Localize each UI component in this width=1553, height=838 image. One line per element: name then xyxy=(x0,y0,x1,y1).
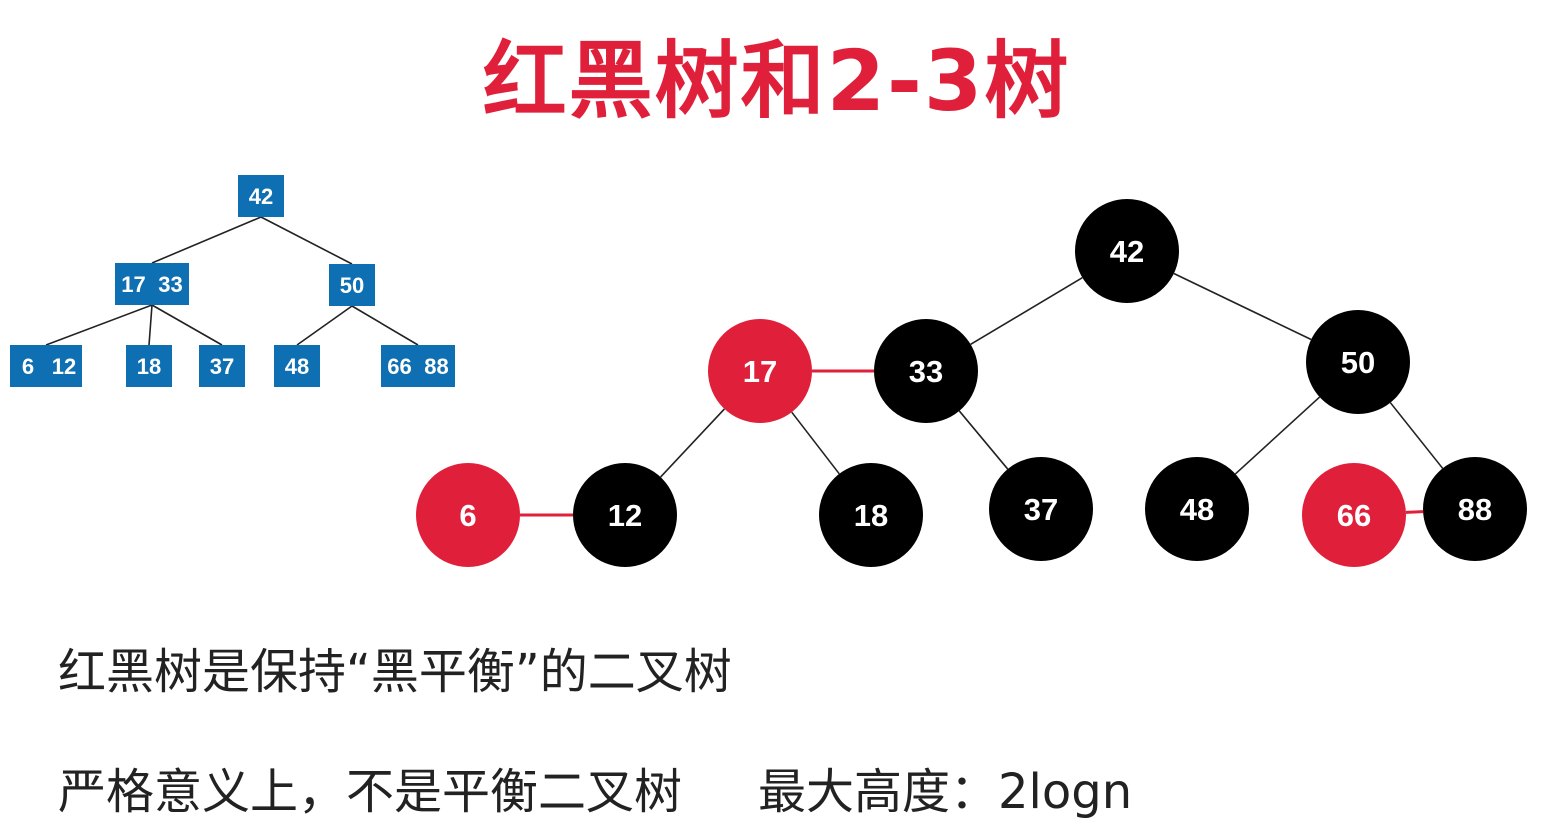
rb-key-48: 48 xyxy=(1180,492,1214,527)
red-link-66-88 xyxy=(1405,510,1424,514)
rb-edge-42-50 xyxy=(1173,272,1312,341)
rb-key-18: 18 xyxy=(854,498,888,533)
rb-key-6: 6 xyxy=(459,498,476,533)
tree23-node-box xyxy=(329,264,375,306)
rb-node-50: 50 xyxy=(1306,310,1410,414)
tree23-node-box xyxy=(10,345,82,387)
tree23-edge-5 xyxy=(296,305,353,346)
tree23-node-box xyxy=(199,345,245,387)
tree23-key-17: 17 xyxy=(121,272,145,297)
rb-edge-17-18 xyxy=(791,411,840,475)
tree23-key-33: 33 xyxy=(158,272,182,297)
caption-max-height: 最大高度：2logn xyxy=(758,764,1133,820)
rb-node-18: 18 xyxy=(819,463,923,567)
rb-edge-33-37 xyxy=(958,410,1009,470)
tree23-edge-4 xyxy=(151,304,223,346)
rb-node-37: 37 xyxy=(989,457,1093,561)
redblack-edges xyxy=(520,272,1444,517)
black-node-circle xyxy=(819,463,923,567)
tree23-node-37: 37 xyxy=(199,345,245,387)
tree23-node-66-88: 66 88 xyxy=(381,345,455,387)
tree23-edge-3 xyxy=(148,304,153,346)
rb-key-33: 33 xyxy=(909,354,943,389)
black-node-circle xyxy=(1145,457,1249,561)
tree23-key-37: 37 xyxy=(210,354,234,379)
rb-key-50: 50 xyxy=(1341,345,1375,380)
red-node-circle xyxy=(416,463,520,567)
tree23-node-42: 42 xyxy=(238,175,284,217)
rb-edge-50-48 xyxy=(1234,396,1321,475)
tree23-node-6-12: 6 12 xyxy=(10,345,82,387)
page-title: 红黑树和2-3树 xyxy=(482,32,1071,130)
tree23-edge-1 xyxy=(260,216,353,265)
tree23-node-50: 50 xyxy=(329,264,375,306)
tree23-node-box xyxy=(115,263,189,305)
caption-line-1: 红黑树是保持“黑平衡”的二叉树 xyxy=(58,632,732,702)
black-node-circle xyxy=(1075,199,1179,303)
redblack-nodes: 42 17 33 50 6 12 18 37 48 66 88 xyxy=(416,199,1527,567)
caption-not-balanced: 严格意义上，不是平衡二叉树 xyxy=(58,764,683,820)
rb-node-42: 42 xyxy=(1075,199,1179,303)
rb-key-42: 42 xyxy=(1110,234,1144,269)
tree23-key-12: 12 xyxy=(52,354,76,379)
tree23-edges xyxy=(45,216,419,346)
rb-node-88: 88 xyxy=(1423,457,1527,561)
tree23-node-box xyxy=(238,175,284,217)
black-node-circle xyxy=(1306,310,1410,414)
caption-black-balance: 红黑树是保持“黑平衡”的二叉树 xyxy=(58,644,732,700)
rb-node-66: 66 xyxy=(1302,463,1406,567)
tree23-edge-6 xyxy=(351,305,419,346)
rb-node-6: 6 xyxy=(416,463,520,567)
tree23-key-88: 88 xyxy=(424,354,448,379)
rb-node-12: 12 xyxy=(573,463,677,567)
rb-node-17: 17 xyxy=(708,319,812,423)
rb-key-12: 12 xyxy=(608,498,642,533)
red-node-circle xyxy=(708,319,812,423)
rb-key-66: 66 xyxy=(1337,498,1371,533)
tree23-edge-0 xyxy=(151,216,262,264)
rb-node-48: 48 xyxy=(1145,457,1249,561)
black-node-circle xyxy=(989,457,1093,561)
rb-edge-42-33 xyxy=(970,276,1083,346)
tree23-key-48: 48 xyxy=(285,354,309,379)
tree23-node-48: 48 xyxy=(274,345,320,387)
tree23-node-box xyxy=(126,345,172,387)
red-node-circle xyxy=(1302,463,1406,567)
tree23-key-6: 6 xyxy=(22,354,34,379)
tree23-key-18: 18 xyxy=(137,354,161,379)
tree23-key-50: 50 xyxy=(340,273,364,298)
black-node-circle xyxy=(1423,457,1527,561)
black-node-circle xyxy=(573,463,677,567)
rb-edge-17-12 xyxy=(659,408,726,478)
caption-line-2: 严格意义上，不是平衡二叉树 最大高度：2logn xyxy=(58,752,1132,822)
tree23-key-42: 42 xyxy=(249,184,273,209)
rb-key-88: 88 xyxy=(1458,492,1492,527)
tree23-edge-2 xyxy=(45,304,153,346)
rb-key-37: 37 xyxy=(1024,492,1058,527)
tree23-node-box xyxy=(274,345,320,387)
tree23-node-18: 18 xyxy=(126,345,172,387)
tree23-node-box xyxy=(381,345,455,387)
rb-node-33: 33 xyxy=(874,319,978,423)
black-node-circle xyxy=(874,319,978,423)
rb-key-17: 17 xyxy=(743,354,777,389)
rb-edge-50-88 xyxy=(1389,402,1444,469)
tree23-key-66: 66 xyxy=(387,354,411,379)
